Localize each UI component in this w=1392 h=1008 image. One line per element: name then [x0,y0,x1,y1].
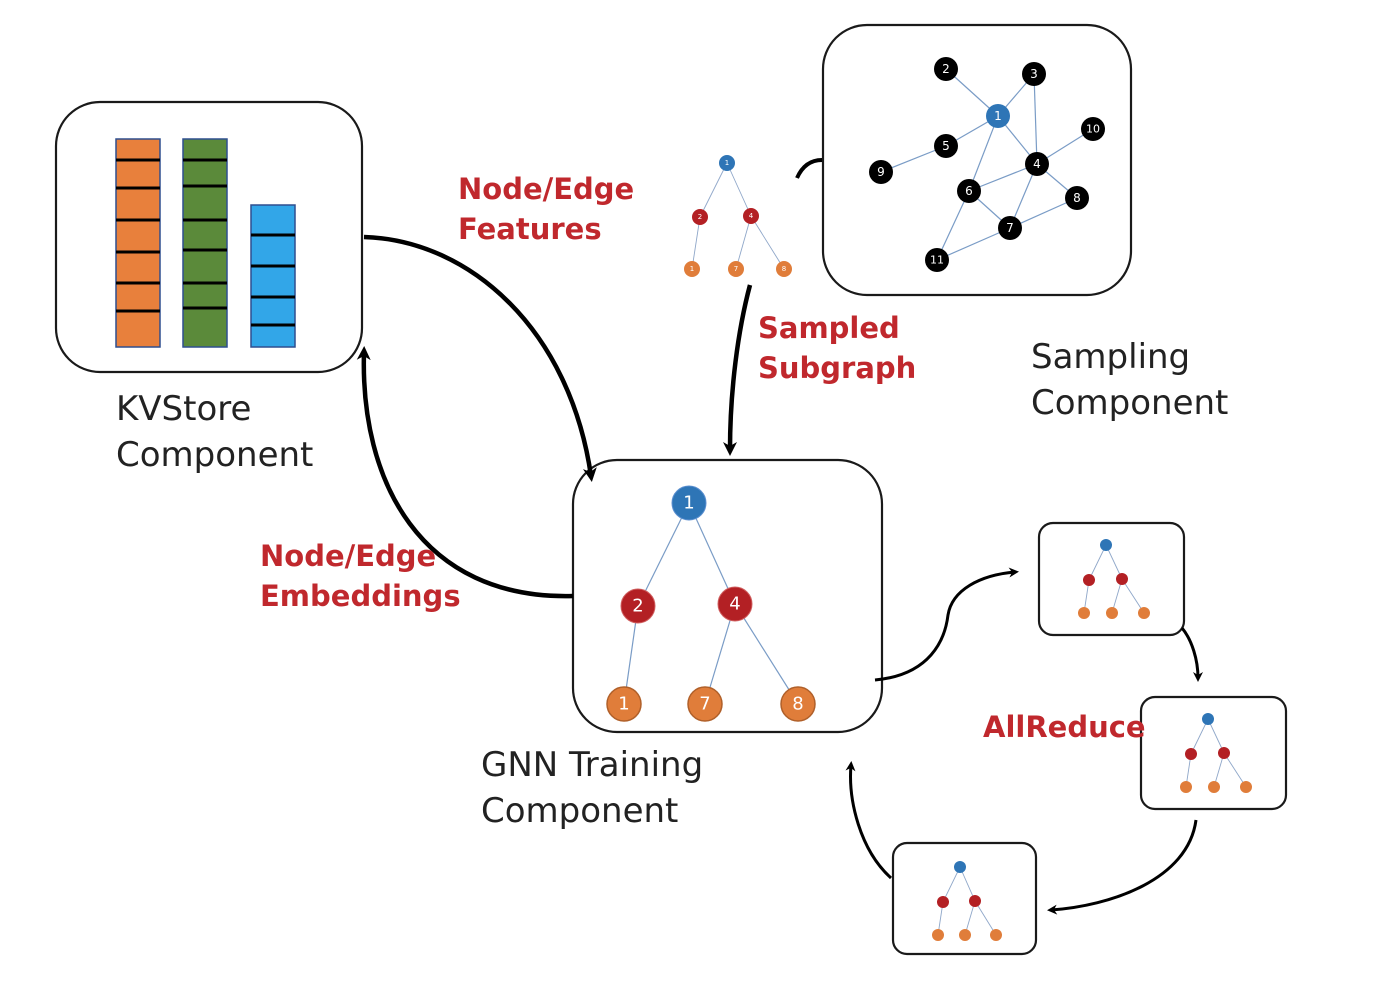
sampled-subgraph-mini: 1 2 4 1 7 8 [684,155,823,277]
svg-text:7: 7 [734,265,738,273]
ring-arrow-replica1-to-replica2 [1180,627,1203,682]
sampling-label-line1: Sampling [1031,337,1190,377]
svg-text:3: 3 [1030,67,1038,81]
svg-text:1: 1 [618,694,629,715]
svg-text:2: 2 [942,62,950,76]
mini-node-1b: 1 [684,261,700,277]
svg-text:7: 7 [1006,221,1014,235]
gnn-node-8: 8 [780,686,816,722]
replica-box-2 [1139,695,1288,811]
sampling-node-3: 3 [1022,62,1046,86]
sampling-node-7: 7 [998,216,1022,240]
svg-text:4: 4 [749,212,754,220]
gnn-label-line2: Component [481,791,678,831]
svg-text:4: 4 [729,594,740,615]
svg-text:8: 8 [792,694,803,715]
sampled-label-line1: Sampled [758,311,900,345]
mini-node-4: 4 [743,208,759,224]
sampling-node-5: 5 [934,134,958,158]
kvstore-bar-orange [115,138,161,348]
sampling-label-line2: Component [1031,383,1228,423]
svg-text:7: 7 [699,694,710,715]
ring-arrow-replica2-to-replica3 [1047,819,1198,915]
svg-text:1: 1 [725,159,729,167]
sampled-label-line2: Subgraph [758,351,916,385]
mini-node-7: 7 [728,261,744,277]
mini-node-root: 1 [719,155,735,171]
embeddings-label-line1: Node/Edge [260,539,436,573]
kvstore-label-line1: KVStore [116,389,251,429]
sampling-connector [795,158,823,179]
gnn-node-1b: 1 [606,686,642,722]
gnn-label-line1: GNN Training [481,745,703,785]
sampling-node-9: 9 [869,160,893,184]
svg-text:8: 8 [1073,191,1081,205]
ring-arrow-gnn-to-replica1 [874,567,1019,682]
svg-text:2: 2 [632,596,643,617]
mini-node-8: 8 [776,261,792,277]
svg-text:4: 4 [1033,157,1041,171]
svg-text:1: 1 [690,265,694,273]
svg-text:11: 11 [930,254,944,267]
ring-arrow-replica3-to-gnn [845,761,893,880]
sampling-node-11: 11 [925,248,949,272]
kvstore-label-line2: Component [116,435,313,475]
kvstore-bar-green [182,138,228,348]
features-label-line2: Features [458,212,602,246]
embeddings-label-line2: Embeddings [260,579,461,613]
sampling-node-1: 1 [986,104,1010,128]
gnn-training-component: 1 2 4 1 7 8 GNN Training Component [481,458,884,831]
svg-text:10: 10 [1086,123,1100,136]
svg-text:8: 8 [782,265,786,273]
mini-node-2: 2 [692,209,708,225]
allreduce-ring: AllReduce [845,521,1288,956]
svg-text:9: 9 [877,165,885,179]
sampling-node-8: 8 [1065,186,1089,210]
gnn-node-4: 4 [717,586,753,622]
svg-text:1: 1 [994,109,1002,123]
allreduce-label: AllReduce [983,710,1146,744]
sampling-graph-nodes: 2 3 1 10 5 4 9 6 8 7 11 [869,57,1105,272]
sampling-node-2: 2 [934,57,958,81]
svg-text:5: 5 [942,139,950,153]
gnn-node-root: 1 [671,485,707,521]
replica-box-1 [1037,521,1186,637]
sampling-component: 2 3 1 10 5 4 9 6 8 7 11 Sampling Compone… [821,23,1228,423]
svg-text:2: 2 [698,213,702,221]
features-arrow [363,234,597,482]
replica-box-3 [891,841,1038,956]
sampling-node-10: 10 [1081,117,1105,141]
svg-text:6: 6 [965,184,973,198]
sampling-node-4: 4 [1025,152,1049,176]
sampling-box [821,23,1133,297]
subgraph-arrow [723,284,753,456]
gnn-node-7: 7 [687,686,723,722]
gnn-node-2: 2 [620,588,656,624]
embeddings-arrow [356,346,574,599]
svg-text:1: 1 [683,493,694,514]
features-label-line1: Node/Edge [458,172,634,206]
kvstore-component: KVStore Component [54,100,364,475]
sampling-node-6: 6 [957,179,981,203]
kvstore-bar-blue [250,204,296,348]
